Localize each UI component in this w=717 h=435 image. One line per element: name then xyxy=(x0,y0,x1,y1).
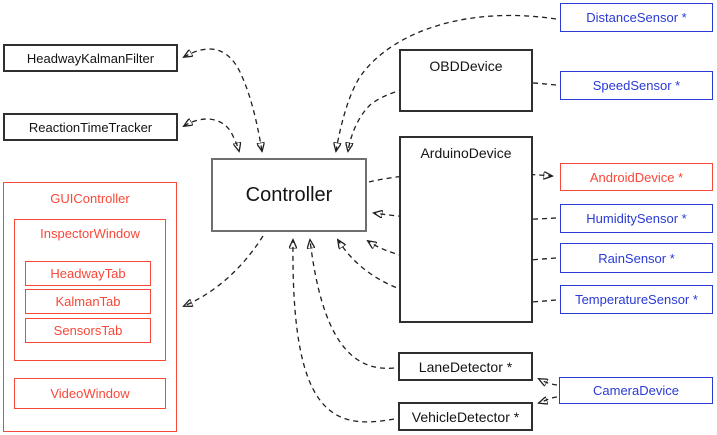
edge-controller-to-gui-controller xyxy=(184,235,264,306)
node-kalman-tab[interactable]: KalmanTab xyxy=(25,289,151,314)
node-controller[interactable]: Controller xyxy=(211,158,367,232)
node-video-window[interactable]: VideoWindow xyxy=(14,378,166,409)
node-label: HeadwayTab xyxy=(50,266,126,281)
node-label: LaneDetector * xyxy=(418,358,513,375)
node-rain-sensor[interactable]: RainSensor * xyxy=(560,243,713,273)
node-label: AndroidDevice * xyxy=(589,169,684,185)
node-arduino-device[interactable]: ArduinoDevice xyxy=(399,136,533,323)
node-label: ArduinoDevice xyxy=(420,145,512,161)
node-label: CameraDevice xyxy=(593,383,679,398)
node-label: DistanceSensor * xyxy=(586,10,687,25)
node-speed-sensor[interactable]: SpeedSensor * xyxy=(560,71,713,100)
node-label: OBDDevice xyxy=(429,58,503,74)
edge-lane-detector-to-controller xyxy=(310,240,395,369)
node-label: ReactionTimeTracker xyxy=(28,119,153,135)
node-reaction-time-tracker[interactable]: ReactionTimeTracker xyxy=(3,113,178,141)
edge-camera-device-to-lane-detector xyxy=(539,379,558,385)
edge-controller-reaction-time-tracker xyxy=(184,119,239,151)
node-android-device[interactable]: AndroidDevice * xyxy=(560,163,713,191)
node-label: HeadwayKalmanFilter xyxy=(26,50,155,66)
node-temperature-sensor[interactable]: TemperatureSensor * xyxy=(560,285,713,314)
node-label: VideoWindow xyxy=(50,386,130,401)
node-lane-detector[interactable]: LaneDetector * xyxy=(398,352,533,381)
edge-controller-headway-kalman-filter xyxy=(184,48,262,151)
node-label: TemperatureSensor * xyxy=(575,292,698,307)
node-label: VehicleDetector * xyxy=(411,408,520,425)
node-label: InspectorWindow xyxy=(40,226,140,241)
node-humidity-sensor[interactable]: HumiditySensor * xyxy=(560,204,713,233)
node-distance-sensor[interactable]: DistanceSensor * xyxy=(560,3,713,32)
node-headway-tab[interactable]: HeadwayTab xyxy=(25,261,151,286)
node-sensors-tab[interactable]: SensorsTab xyxy=(25,318,151,343)
node-label: Controller xyxy=(245,184,333,206)
node-label: RainSensor * xyxy=(598,250,675,266)
node-label: GUIController xyxy=(50,191,130,206)
node-obd-device[interactable]: OBDDevice xyxy=(399,49,533,112)
node-camera-device[interactable]: CameraDevice xyxy=(559,377,713,404)
node-label: KalmanTab xyxy=(55,294,121,309)
node-label: SpeedSensor * xyxy=(592,78,681,93)
node-vehicle-detector[interactable]: VehicleDetector * xyxy=(398,402,533,431)
node-label: HumiditySensor * xyxy=(586,211,687,226)
node-headway-kalman-filter[interactable]: HeadwayKalmanFilter xyxy=(3,44,178,72)
edge-camera-device-to-vehicle-detector xyxy=(539,396,558,403)
edge-vehicle-detector-to-controller xyxy=(293,240,395,423)
node-label: SensorsTab xyxy=(53,323,123,338)
